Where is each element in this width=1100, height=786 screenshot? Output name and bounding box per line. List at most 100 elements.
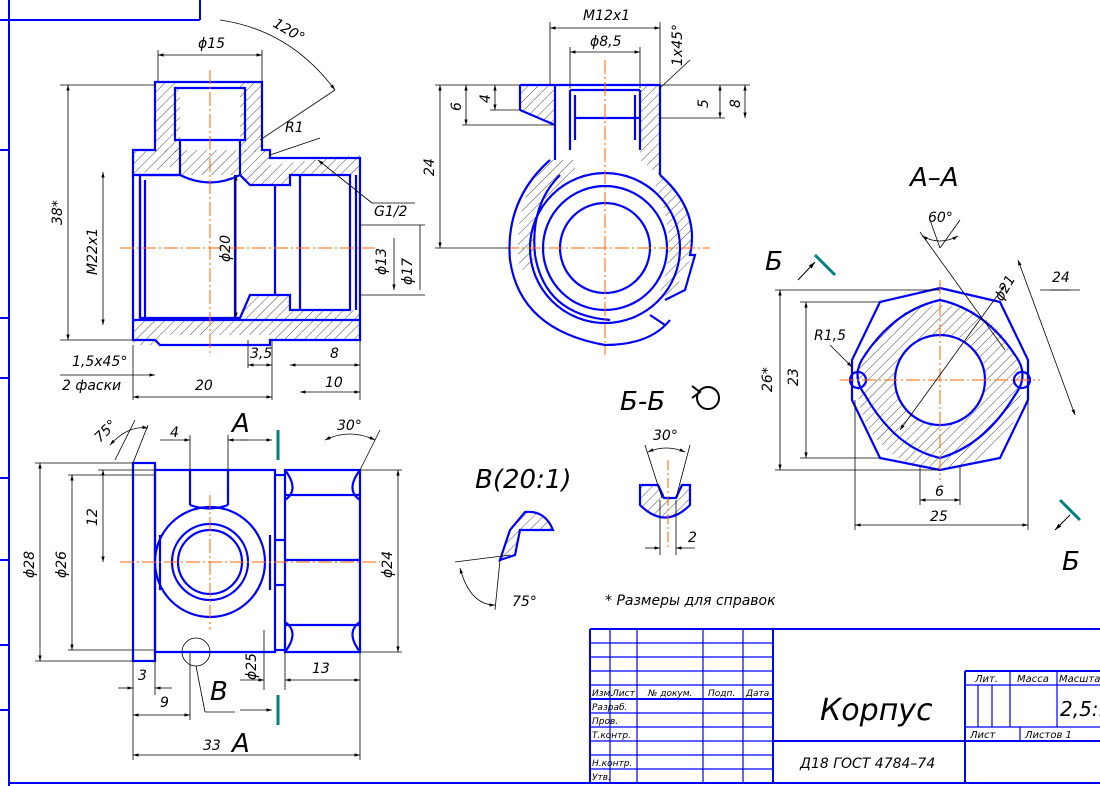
- dim-h12: 12: [85, 508, 101, 526]
- top-view-dimensions: 75° 4 А 30° 12 ϕ28 ϕ26 ϕ24 3 9 В ϕ25 13 …: [22, 409, 396, 759]
- dim-l3: 3: [138, 668, 147, 684]
- section-bb: Б-Б 30° 2: [620, 385, 720, 555]
- rotated-view-icon: [696, 386, 720, 410]
- front-view-dimensions: ϕ15 120° R1 G1/2 ϕ20 M22x1 ϕ13 ϕ17 38* 1…: [50, 16, 416, 394]
- side-view-centerlines: [505, 60, 710, 355]
- scale-label: Масштаб: [1059, 673, 1100, 685]
- dim-h8: 8: [728, 99, 744, 108]
- dim-h24: 24: [422, 158, 438, 176]
- dim-bb-width: 2: [688, 530, 697, 546]
- section-aa-dimensions: 60° ϕ21 24 R1,5 26* 23 6 25 Б Б: [760, 210, 1080, 577]
- rotation-arrow-icon: [691, 385, 702, 399]
- dim-across-24: 24: [1052, 270, 1070, 286]
- section-aa-dimension-lines: [775, 219, 1080, 530]
- dim-bb-angle: 30°: [653, 428, 678, 444]
- cut-label-b-top: Б: [765, 247, 783, 277]
- dim-m12: M12x1: [583, 8, 630, 24]
- dim-g12: G1/2: [374, 204, 407, 220]
- dim-angle-60: 60°: [928, 210, 953, 226]
- detail-b-title: В(20:1): [475, 465, 572, 495]
- dim-m22: M22x1: [85, 228, 101, 275]
- section-aa: А–А: [760, 163, 1082, 577]
- side-view-dimension-lines: [435, 22, 750, 249]
- dim-d21: ϕ21: [992, 273, 1019, 304]
- side-view: M12x1 ϕ8,5 1x45° 6 4 5 8 24: [422, 8, 750, 355]
- role-norm-control: Н.контр.: [592, 759, 632, 769]
- part-name: Корпус: [820, 693, 933, 728]
- dim-h4: 4: [478, 94, 494, 103]
- dim-h5: 5: [696, 99, 712, 108]
- role-tech-control: Т.контр.: [592, 731, 631, 741]
- detail-label-b: В: [210, 677, 228, 707]
- dim-h26: 26*: [760, 367, 776, 392]
- dim-d17: ϕ17: [400, 258, 416, 285]
- dim-l35: 3,5: [250, 346, 272, 362]
- dim-l8: 8: [330, 346, 339, 362]
- title-block-grid: [589, 628, 1100, 783]
- section-aa-cut-marks: [813, 253, 1082, 522]
- header-doc: № докум.: [647, 689, 692, 699]
- front-view: ϕ15 120° R1 G1/2 ϕ20 M22x1 ϕ13 ϕ17 38* 1…: [50, 16, 425, 400]
- dim-top-angle-30: 30°: [337, 418, 362, 434]
- section-bb-profile: [638, 483, 692, 519]
- sheet-label: Лист: [969, 730, 997, 741]
- side-view-dimensions: M12x1 ϕ8,5 1x45° 6 4 5 8 24: [422, 8, 744, 176]
- material: Д18 ГОСТ 4784–74: [799, 756, 935, 772]
- reference-note: * Размеры для справок: [605, 593, 776, 609]
- side-view-hatching: [518, 85, 692, 300]
- role-checker: Пров.: [592, 717, 618, 727]
- dim-w25: 25: [930, 509, 948, 525]
- dim-d24: ϕ24: [380, 551, 396, 578]
- dim-d26: ϕ26: [54, 551, 70, 578]
- dim-h6: 6: [449, 102, 465, 111]
- cut-label-b-bottom: Б: [1062, 547, 1080, 577]
- dim-l13: 13: [312, 661, 330, 677]
- header-list: Лист: [611, 689, 636, 699]
- section-bb-dimension-lines: [644, 444, 695, 555]
- detail-b-profile: [498, 510, 555, 562]
- dim-l33: 33: [203, 738, 221, 754]
- dim-chamfer-note: 2 фаски: [62, 378, 121, 394]
- section-bb-title: Б-Б: [620, 387, 665, 417]
- role-developer: Разраб.: [592, 703, 627, 713]
- detail-b: В(20:1) 75°: [454, 465, 572, 611]
- header-sign: Подп.: [708, 689, 735, 699]
- cut-label-a-top: А: [230, 409, 250, 439]
- dim-chamfer: 1,5x45°: [72, 354, 127, 370]
- dim-chamfer-1x45: 1x45°: [670, 24, 686, 66]
- dim-r15: R1,5: [814, 328, 846, 344]
- dim-detail-angle: 75°: [512, 594, 537, 610]
- top-view-centerlines: [120, 495, 380, 630]
- dim-r1: R1: [285, 120, 304, 136]
- dim-l9: 9: [160, 695, 169, 711]
- dim-h38: 38*: [50, 200, 66, 225]
- dim-d25: ϕ25: [244, 653, 260, 680]
- cut-label-a-bottom: А: [230, 729, 250, 759]
- header-izm: Изм.: [592, 689, 613, 699]
- front-view-dimension-lines: [60, 19, 425, 400]
- sheets-label: Листов 1: [1024, 730, 1072, 741]
- dim-d28: ϕ28: [22, 551, 38, 578]
- dim-d85: ϕ8,5: [590, 34, 622, 50]
- section-aa-title: А–А: [908, 163, 959, 193]
- title-block-headers: Изм. Лист № докум. Подп. Дата: [592, 689, 769, 699]
- section-aa-cut-arrows: [797, 261, 1071, 531]
- lit-label: Лит.: [974, 674, 998, 685]
- dim-angle-120: 120°: [270, 16, 307, 47]
- frame-ticks: [0, 149, 9, 711]
- scale-value: 2,5:1: [1060, 697, 1100, 721]
- top-view-dimension-lines: [35, 419, 402, 760]
- dim-l20: 20: [195, 378, 213, 394]
- title-block: Изм. Лист № докум. Подп. Дата Разраб. Пр…: [589, 628, 1100, 783]
- dim-w6: 6: [935, 484, 944, 500]
- top-view: 75° 4 А 30° 12 ϕ28 ϕ26 ϕ24 3 9 В ϕ25 13 …: [22, 409, 402, 760]
- front-view-centerlines: [120, 70, 375, 355]
- dim-d15: ϕ15: [198, 36, 225, 52]
- dim-h23: 23: [786, 368, 802, 386]
- dim-top-angle-75: 75°: [92, 417, 121, 446]
- dim-l10: 10: [325, 375, 343, 391]
- role-approved: Утв.: [592, 773, 611, 783]
- dim-d13: ϕ13: [374, 248, 390, 275]
